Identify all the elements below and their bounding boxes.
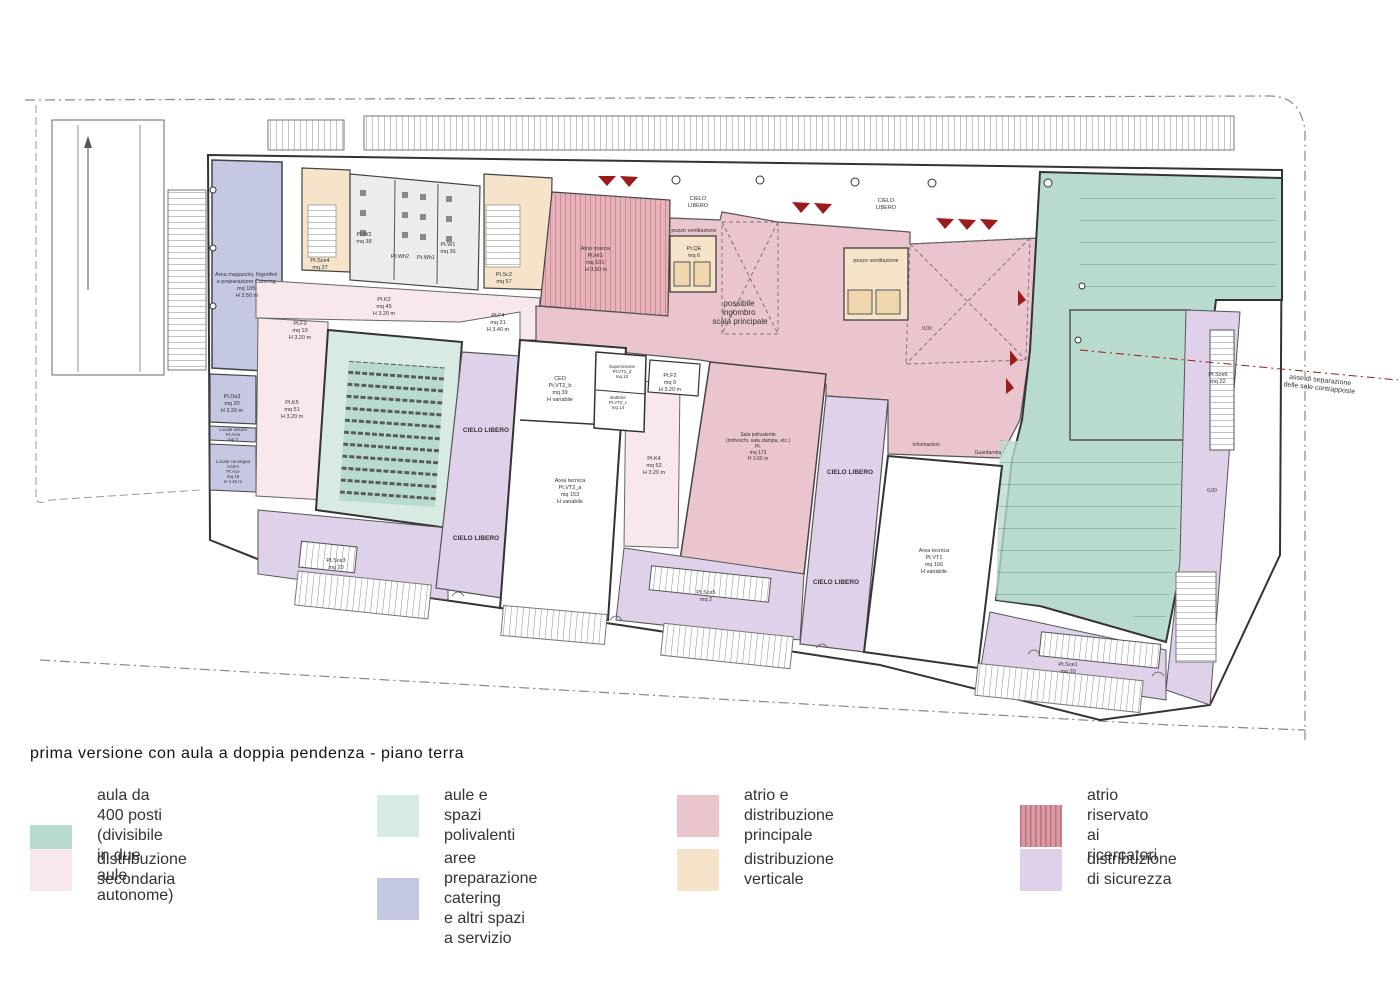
legend-label: atrio riservato ai ricercatori	[1087, 787, 1158, 864]
legend-item-distribuzione-secondaria: distribuzione secondaria	[30, 849, 187, 891]
exit-steps-5	[1175, 571, 1217, 663]
legend-item-catering: aree preparazione catering e altri spazi…	[377, 849, 537, 949]
left-steps	[167, 189, 207, 371]
legend-label: distribuzione di sicurezza	[1087, 851, 1177, 888]
floor-plan: Area magazzini, frigoriferi e preparazio…	[24, 95, 1399, 740]
svg-text:Pt.Wh2: Pt.Wh2	[391, 254, 409, 260]
svg-text:Informazioni: Informazioni	[912, 442, 939, 448]
legend-label: aula da 400 posti (divisibile in due aul…	[97, 787, 174, 904]
plan-caption: prima versione con aula a doppia pendenz…	[30, 745, 465, 762]
legend-item-aula-400: aula da 400 posti (divisibile in due aul…	[30, 786, 174, 906]
hr1-label: Atrio ricerca Pt.Hr1 mq 101 H 3.50 m	[581, 246, 612, 273]
atrium-void-2	[905, 237, 1031, 365]
site-boundary-bottom	[39, 659, 1306, 731]
svg-text:Guardaroba: Guardaroba	[975, 450, 1002, 456]
exit-steps-1	[294, 570, 432, 620]
toilet-fixtures	[360, 190, 452, 242]
svg-text:possibile ingombro: possibile ingombro scala principale	[712, 299, 768, 326]
svg-text:pozzo ventilazione: pozzo ventilazione	[671, 228, 716, 234]
svg-text:pozzo ventilazione: pozzo ventilazione	[853, 258, 898, 264]
legend-swatch	[1020, 805, 1062, 847]
site-inner-boundary	[35, 105, 201, 503]
zone-acm	[209, 425, 257, 443]
svg-text:CIELO LIBERO: CIELO LIBERO	[463, 427, 509, 434]
svg-text:Pt.Wh1: Pt.Wh1	[417, 255, 435, 261]
legend-swatch	[677, 795, 719, 837]
aula-seats	[339, 360, 445, 508]
legend-swatch	[377, 878, 419, 920]
zone-hr1	[539, 191, 671, 317]
svg-text:Sala polivalente(rinfreschi, s: Sala polivalente(rinfreschi, sala stampa…	[726, 432, 791, 462]
zone-da3	[209, 373, 257, 425]
legend-swatch	[1020, 849, 1062, 891]
svg-text:0,00: 0,00	[1207, 488, 1217, 494]
legend-item-distribuzione-verticale: distribuzione verticale	[677, 849, 834, 891]
zone-toilets	[349, 173, 481, 291]
legend-label: aree preparazione catering e altri spazi…	[444, 850, 538, 947]
svg-text:asse di separazionedelle sale: asse di separazionedelle sale contrappos…	[1283, 373, 1356, 395]
legend-swatch	[377, 795, 419, 837]
exit-steps-4	[974, 662, 1144, 714]
svg-text:CIELO LIBERO: CIELO LIBERO	[827, 469, 873, 476]
legend-item-distribuzione-sicurezza: distribuzione di sicurezza	[1020, 849, 1177, 891]
legend-item-atrio-principale: atrio e distribuzione principale	[677, 786, 834, 846]
top-steps-2	[363, 115, 1235, 151]
legend-swatch	[30, 849, 72, 891]
structural-columns	[209, 175, 1086, 344]
legend-label: atrio e distribuzione principale	[744, 787, 834, 844]
exit-steps-3	[660, 622, 794, 670]
catering-label: Area magazzini, frigoriferi e preparazio…	[215, 272, 279, 299]
svg-text:CIELO LIBERO: CIELO LIBERO	[453, 535, 499, 542]
legend-item-aule-polivalenti: aule e spazi polivalenti	[377, 786, 515, 846]
legend-label: distribuzione secondaria	[97, 851, 187, 888]
ramp	[51, 119, 165, 376]
aula-400-steps	[1080, 190, 1276, 290]
atrium-void-1	[721, 221, 779, 335]
legend-label: aule e spazi polivalenti	[444, 787, 516, 844]
svg-text:0,00: 0,00	[922, 326, 932, 332]
zone-f2	[647, 359, 701, 397]
legend-swatch	[677, 849, 719, 891]
legend-label: distribuzione verticale	[744, 851, 834, 888]
emergency-markers	[598, 176, 1026, 394]
svg-text:CIELO LIBERO: CIELO LIBERO	[813, 579, 859, 586]
top-steps-1	[267, 119, 345, 151]
legend-item-atrio-ricercatori: atrio riservato ai ricercatori	[1020, 786, 1157, 866]
site-boundary	[24, 95, 1306, 740]
exit-steps-2	[500, 604, 608, 646]
